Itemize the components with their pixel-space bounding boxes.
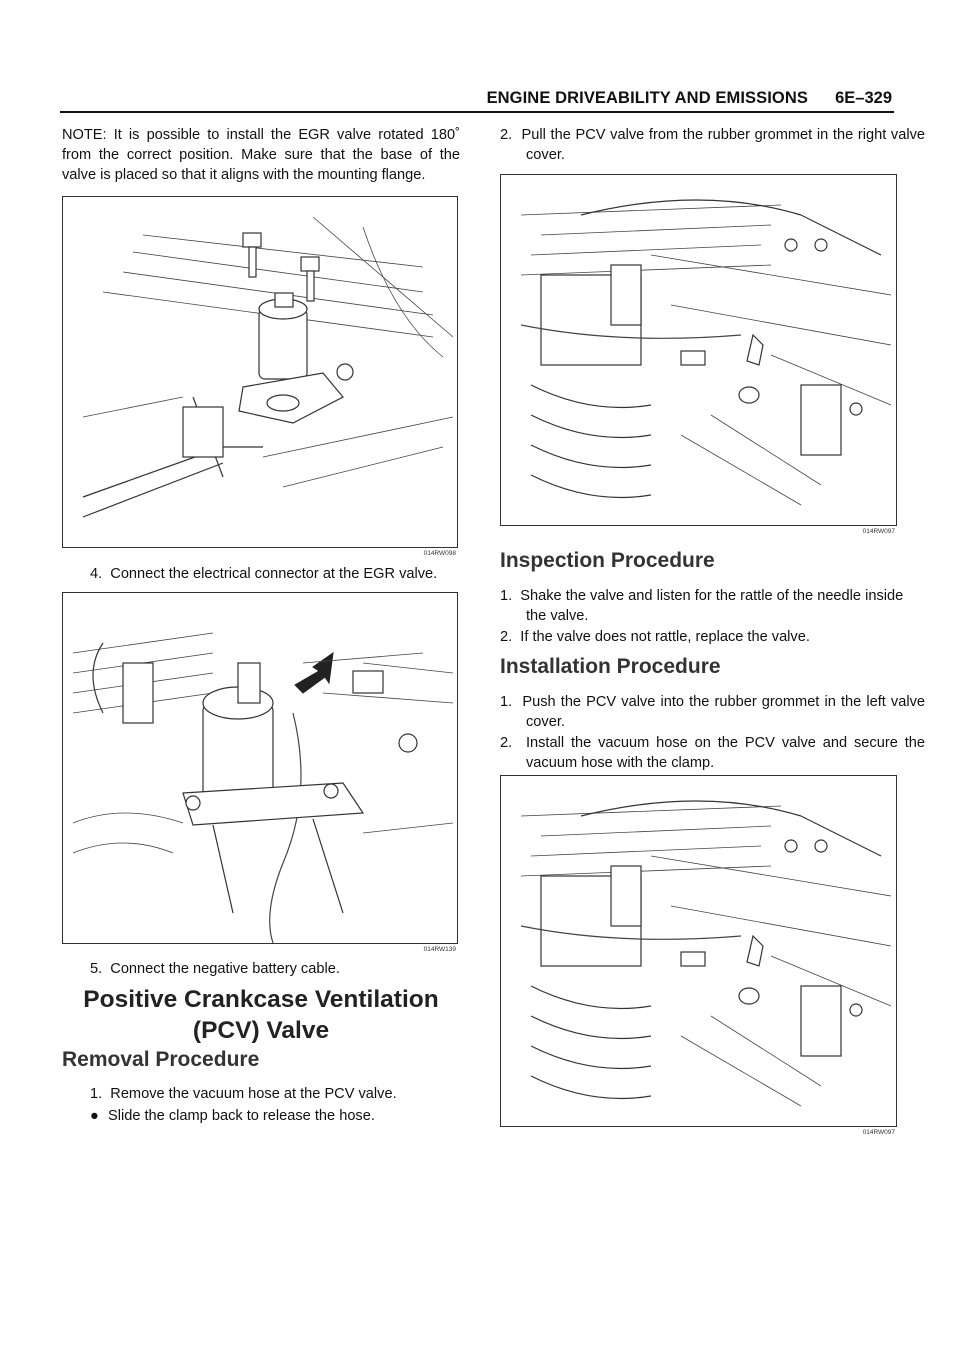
step-4-connect-connector: 4. Connect the electrical connector at t… xyxy=(90,566,438,582)
step-5-connect-battery: 5. Connect the negative battery cable. xyxy=(90,961,340,977)
inspection-step-1: 1. Shake the valve and listen for the ra… xyxy=(500,588,904,624)
removal-bullet-text: Slide the clamp back to release the hose… xyxy=(108,1108,375,1124)
inspection-step-2: 2. If the valve does not rattle, replace… xyxy=(500,629,810,645)
figure-3-code: 014RW097 xyxy=(862,528,895,535)
pcv-title-line-2: (PCV) Valve xyxy=(192,1017,330,1044)
installation-procedure-heading: Installation Procedure xyxy=(500,655,721,678)
bullet-icon: ● xyxy=(90,1108,99,1124)
inspection-procedure-heading: Inspection Procedure xyxy=(500,549,715,572)
installation-step-2: 2. Install the vacuum hose on the PCV va… xyxy=(500,735,925,771)
pcv-section-title: Positive Crankcase Ventilation (PCV) Val… xyxy=(62,984,460,1046)
section-header-title: ENGINE DRIVEABILITY AND EMISSIONS xyxy=(486,89,808,107)
header-rule xyxy=(60,111,894,113)
page-number: 6E–329 xyxy=(835,89,892,107)
figure-1-code: 014RW098 xyxy=(423,550,456,557)
figure-2-code: 014RW139 xyxy=(423,946,456,953)
egr-connector-illustration xyxy=(62,592,458,944)
pcv-valve-installation-illustration xyxy=(500,775,897,1127)
figure-4-code: 014RW097 xyxy=(862,1129,895,1136)
step-2-pull-pcv: 2. Pull the PCV valve from the rubber gr… xyxy=(500,127,925,163)
installation-step-1: 1. Push the PCV valve into the rubber gr… xyxy=(500,694,925,730)
removal-bullet: ● Slide the clamp back to release the hos… xyxy=(90,1106,478,1126)
egr-note: NOTE: It is possible to install the EGR … xyxy=(62,127,460,183)
pcv-valve-removal-illustration xyxy=(500,174,897,526)
egr-valve-illustration xyxy=(62,196,458,548)
removal-step-1: 1. Remove the vacuum hose at the PCV val… xyxy=(90,1086,397,1102)
removal-procedure-heading: Removal Procedure xyxy=(62,1048,260,1071)
pcv-title-line-1: Positive Crankcase Ventilation xyxy=(83,986,439,1013)
